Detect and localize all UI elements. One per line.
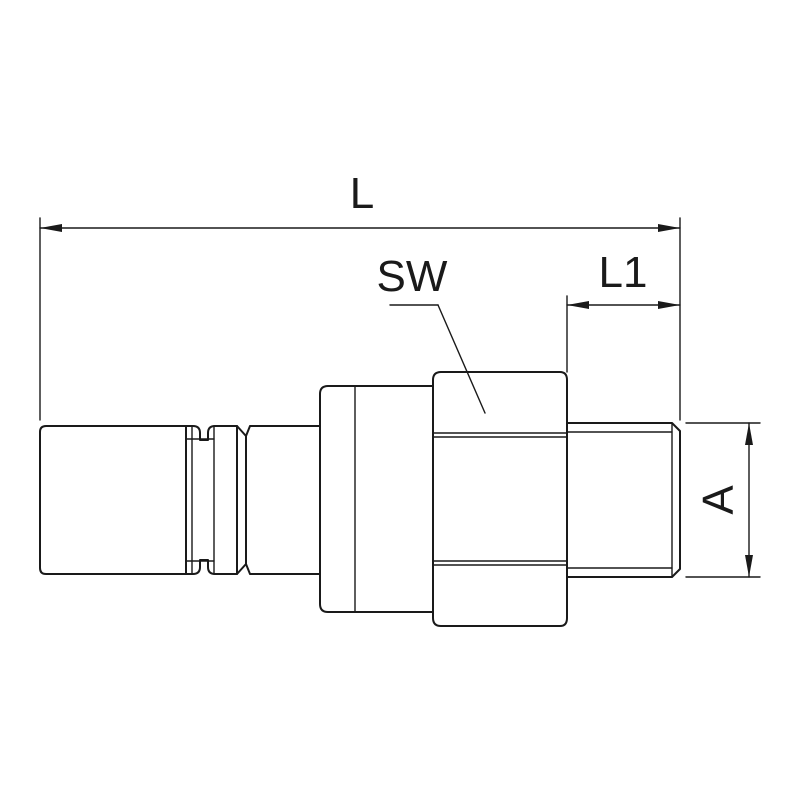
wrench-size-callout: SW bbox=[377, 252, 486, 414]
dimension-overall-length: L bbox=[39, 169, 681, 421]
plug-nipple bbox=[39, 425, 187, 575]
dimension-thread-length: L1 bbox=[566, 248, 681, 373]
plug-shank bbox=[236, 425, 321, 575]
hex-nut bbox=[432, 371, 568, 627]
dimension-thread-diameter: A bbox=[685, 422, 761, 578]
label-A: A bbox=[694, 485, 743, 515]
label-L: L bbox=[350, 169, 374, 218]
label-L1: L1 bbox=[599, 248, 648, 297]
male-thread bbox=[566, 422, 681, 578]
locking-groove bbox=[185, 425, 238, 575]
collar bbox=[319, 385, 434, 613]
label-SW: SW bbox=[377, 252, 448, 301]
